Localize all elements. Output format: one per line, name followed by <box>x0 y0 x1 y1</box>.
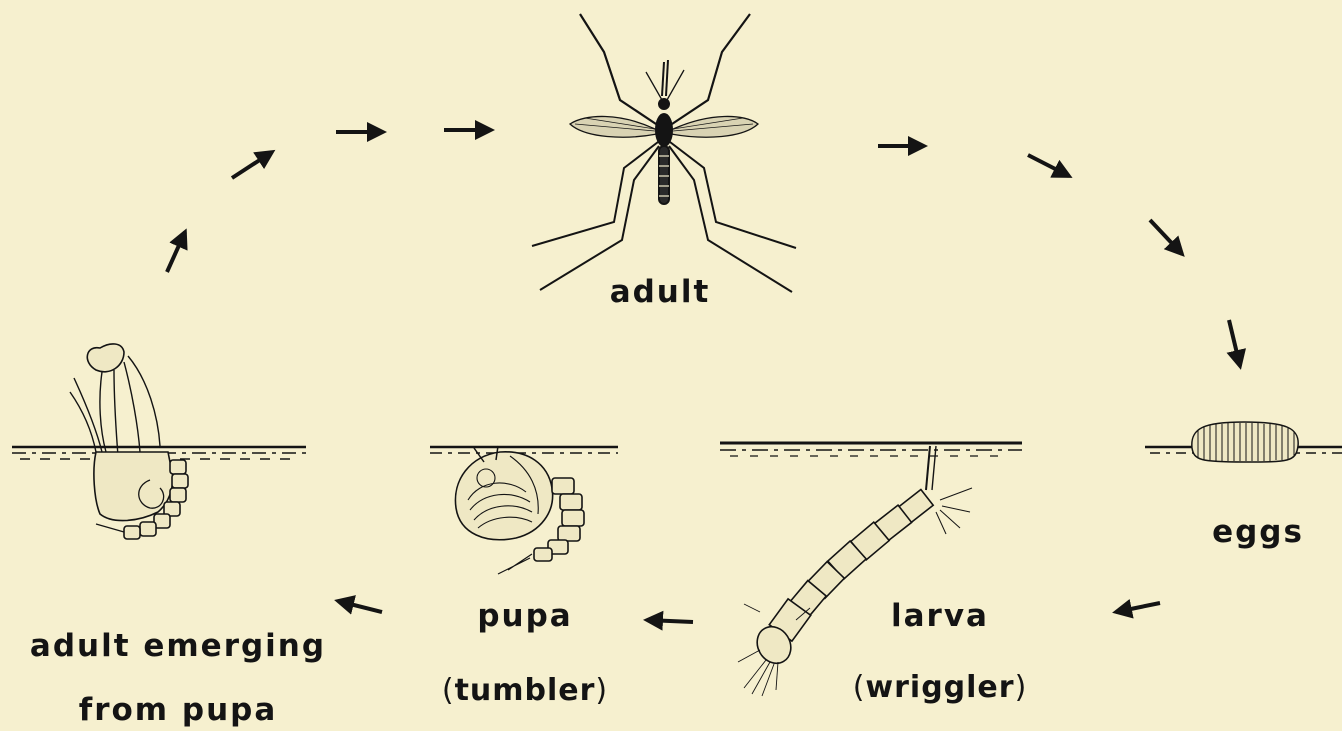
stage-label-emerging-line1: adult emerging <box>18 628 338 664</box>
stage-label-larva: larva <box>870 598 1010 634</box>
stage-label-larva-note: (wriggler) <box>830 670 1050 706</box>
larva-note-text: wriggler <box>865 670 1014 705</box>
cycle-arrow-icon <box>647 620 693 622</box>
water-surface-line <box>430 447 618 453</box>
stage-label-pupa: pupa <box>460 598 590 634</box>
stage-label-emerging-line2: from pupa <box>58 692 298 728</box>
cycle-arrow-icon <box>1150 220 1182 254</box>
larva-icon <box>738 446 972 696</box>
cycle-arrow-icon <box>1116 603 1160 612</box>
emerging-adult-icon <box>70 344 188 539</box>
egg-raft-icon <box>1192 422 1298 462</box>
pupa-note-text: tumbler <box>455 673 596 708</box>
cycle-arrow-icon <box>232 152 272 178</box>
cycle-arrows <box>167 130 1240 622</box>
water-surface-line <box>720 443 1022 456</box>
cycle-arrow-icon <box>338 601 382 612</box>
water-surfaces <box>12 443 1342 459</box>
cycle-arrow-icon <box>1229 320 1240 366</box>
adult-mosquito-icon <box>532 14 796 292</box>
pupa-icon <box>455 446 584 574</box>
cycle-arrow-icon <box>1028 155 1069 176</box>
cycle-arrow-icon <box>167 232 185 272</box>
stage-label-pupa-note: (tumbler) <box>420 673 630 709</box>
stage-label-adult: adult <box>595 274 725 310</box>
stage-label-eggs: eggs <box>1198 514 1318 550</box>
